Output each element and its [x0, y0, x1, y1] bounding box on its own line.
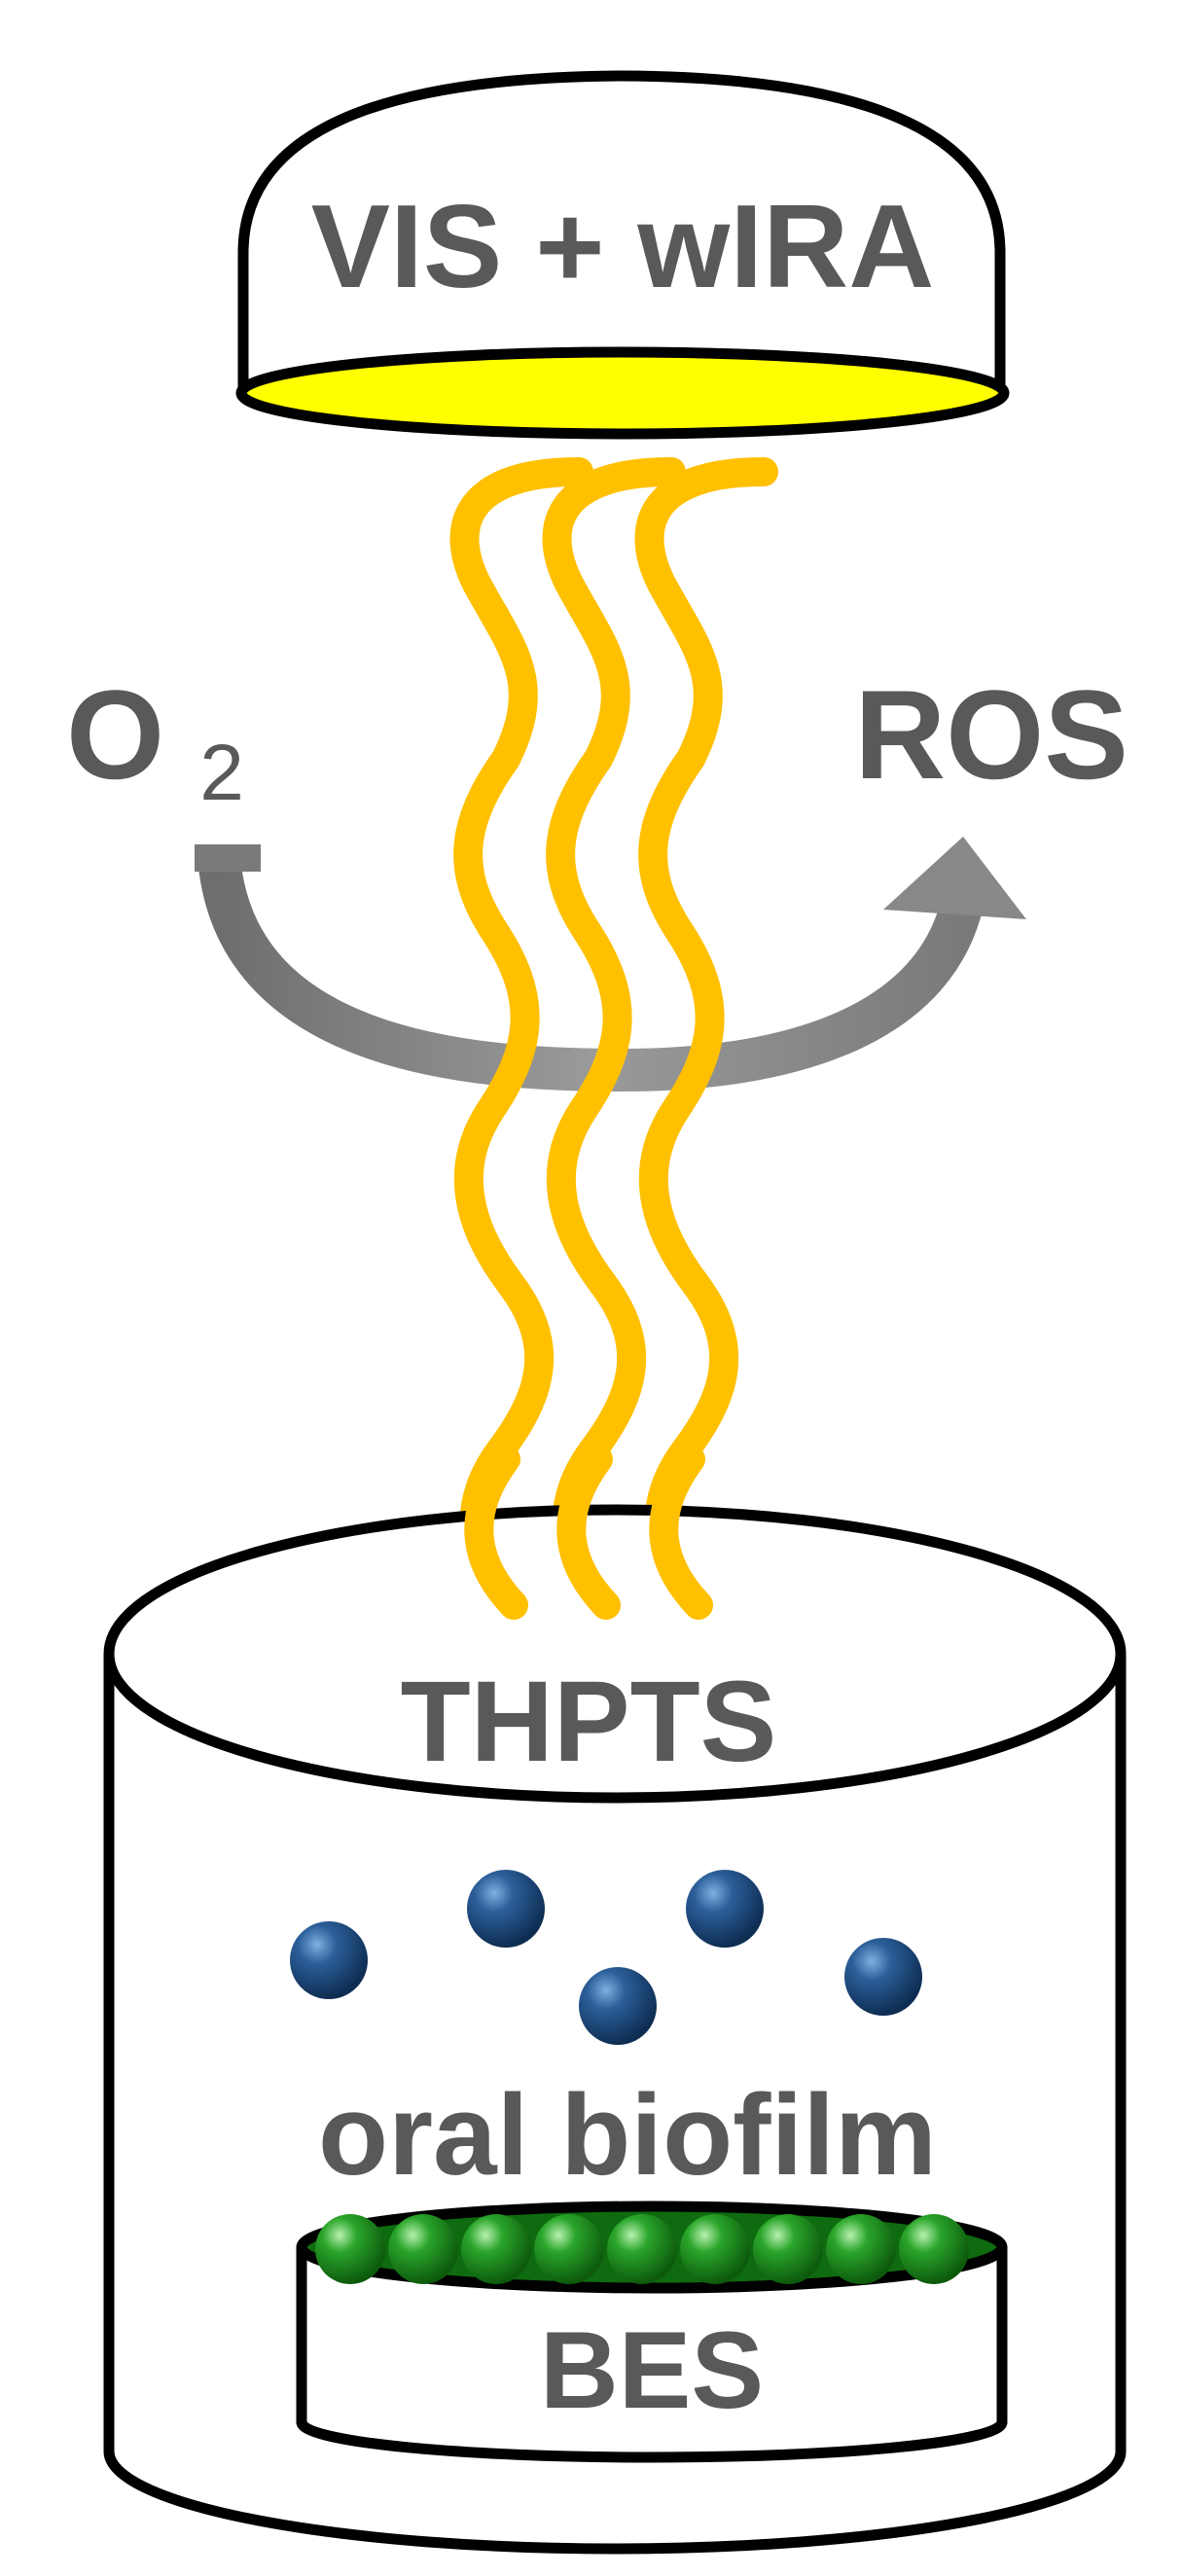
reactant-symbol: O	[66, 663, 164, 805]
particle	[686, 1870, 764, 1948]
light-wave-tip	[649, 1445, 713, 1620]
biofilm-cell	[388, 2214, 458, 2284]
light-wave-tip	[464, 1445, 528, 1620]
biofilm-cell	[534, 2214, 604, 2284]
biofilm-cells	[315, 2214, 969, 2284]
particle	[290, 1921, 368, 1999]
biofilm-cell	[315, 2214, 385, 2284]
substrate-body	[296, 2247, 1008, 2463]
reactant-label: O 2	[66, 663, 244, 817]
biofilm-cell	[607, 2214, 677, 2284]
lamp-lens	[235, 346, 1010, 440]
biofilm-cell	[899, 2214, 969, 2284]
biofilm-cell	[680, 2214, 750, 2284]
reaction-arrow-head	[883, 837, 1026, 919]
light-wave	[634, 457, 778, 1634]
substrate-label: BES	[540, 2309, 764, 2431]
vessel-rim	[103, 1504, 1127, 1804]
particle	[579, 1967, 657, 2045]
substrate: BES	[296, 2200, 1008, 2463]
reaction-arrow-tail	[195, 844, 261, 872]
particle	[844, 1938, 922, 2016]
light-wave-tip	[556, 1445, 621, 1620]
biofilm-cell	[461, 2214, 531, 2284]
particle	[467, 1870, 545, 1948]
light-wave	[542, 457, 686, 1634]
light-wave-tips	[464, 1445, 713, 1620]
particles	[290, 1870, 922, 2045]
lamp-label: VIS + wIRA	[311, 180, 935, 312]
photosensitizer-label: THPTS	[401, 1658, 777, 1786]
lamp: VIS + wIRA	[235, 70, 1010, 440]
product-label: ROS	[854, 663, 1128, 805]
reactant-subscript: 2	[199, 729, 244, 817]
lamp-body	[237, 70, 1006, 395]
biofilm-cell	[826, 2214, 896, 2284]
sample-label: oral biofilm	[318, 2071, 937, 2200]
biofilm-cell	[753, 2214, 823, 2284]
